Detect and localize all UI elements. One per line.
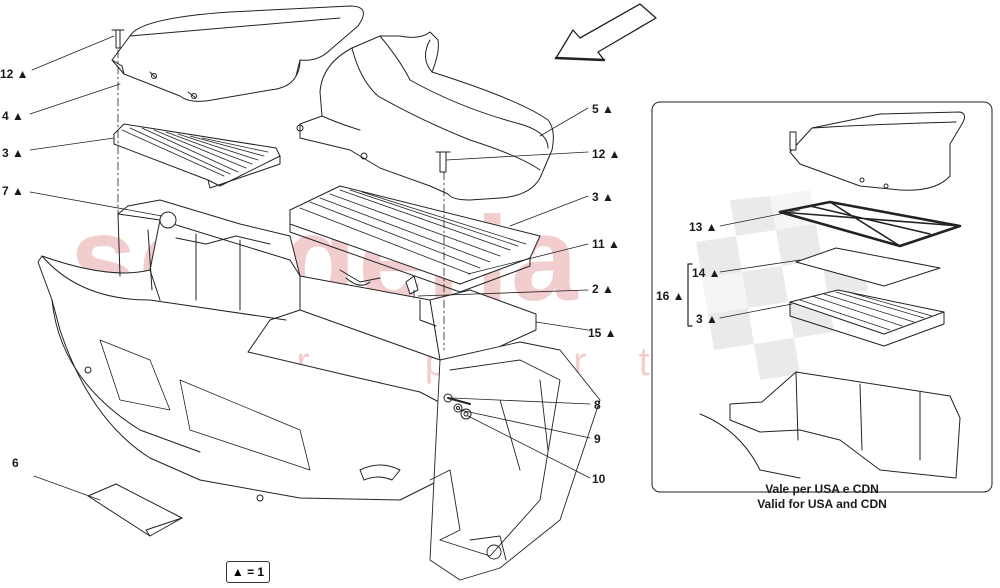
label-part-15: 15 ▲	[588, 326, 617, 340]
washer-9	[453, 403, 463, 413]
label-part-12-right: 12 ▲	[592, 147, 621, 161]
screw-12-left	[111, 29, 125, 49]
label-part-8: 8	[594, 398, 601, 412]
inset-caption-italian: Vale per USA e CDN	[765, 482, 879, 496]
label-part-2: 2 ▲	[592, 282, 614, 296]
label-part-5: 5 ▲	[592, 102, 614, 116]
air-box-housing	[37, 199, 537, 502]
rubber-pad	[87, 483, 183, 537]
label-part-14: 14 ▲	[692, 266, 721, 280]
air-filter-right	[289, 185, 541, 293]
inset-caption-english: Valid for USA and CDN	[757, 497, 887, 511]
rear-frame	[429, 341, 601, 581]
label-part-16: 16 ▲	[656, 289, 685, 303]
center-lines	[117, 49, 445, 351]
air-duct-cover-right	[296, 31, 554, 201]
leader-lines	[29, 35, 591, 501]
pin-11	[405, 275, 419, 295]
air-duct-cover-left	[111, 5, 364, 102]
label-part-9: 9	[594, 432, 601, 446]
checkered-flag-watermark	[696, 190, 868, 380]
label-part-10: 10	[592, 472, 606, 486]
label-part-6: 6	[12, 456, 19, 470]
inset-air-duct-cover	[789, 111, 966, 191]
label-part-13: 13 ▲	[689, 220, 718, 234]
direction-arrow-icon	[554, 3, 657, 62]
screw-12-right	[435, 151, 451, 173]
label-part-11: 11 ▲	[592, 237, 620, 251]
label-part-4: 4 ▲	[2, 109, 24, 123]
air-filter-left	[113, 123, 281, 189]
quantity-legend: ▲ = 1	[226, 561, 270, 583]
inset-filter-pad-14	[795, 247, 941, 287]
label-part-12-left: 12 ▲	[0, 67, 29, 81]
label-part-3-right: 3 ▲	[592, 190, 614, 204]
inset-filter-frame-13	[778, 200, 962, 248]
label-part-7: 7 ▲	[2, 184, 24, 198]
label-part-3-inset: 3 ▲	[696, 312, 718, 326]
inset-air-box	[699, 371, 961, 479]
inset-air-filter-3	[789, 289, 945, 347]
label-part-3-left: 3 ▲	[2, 146, 24, 160]
bolt-8	[443, 393, 471, 405]
